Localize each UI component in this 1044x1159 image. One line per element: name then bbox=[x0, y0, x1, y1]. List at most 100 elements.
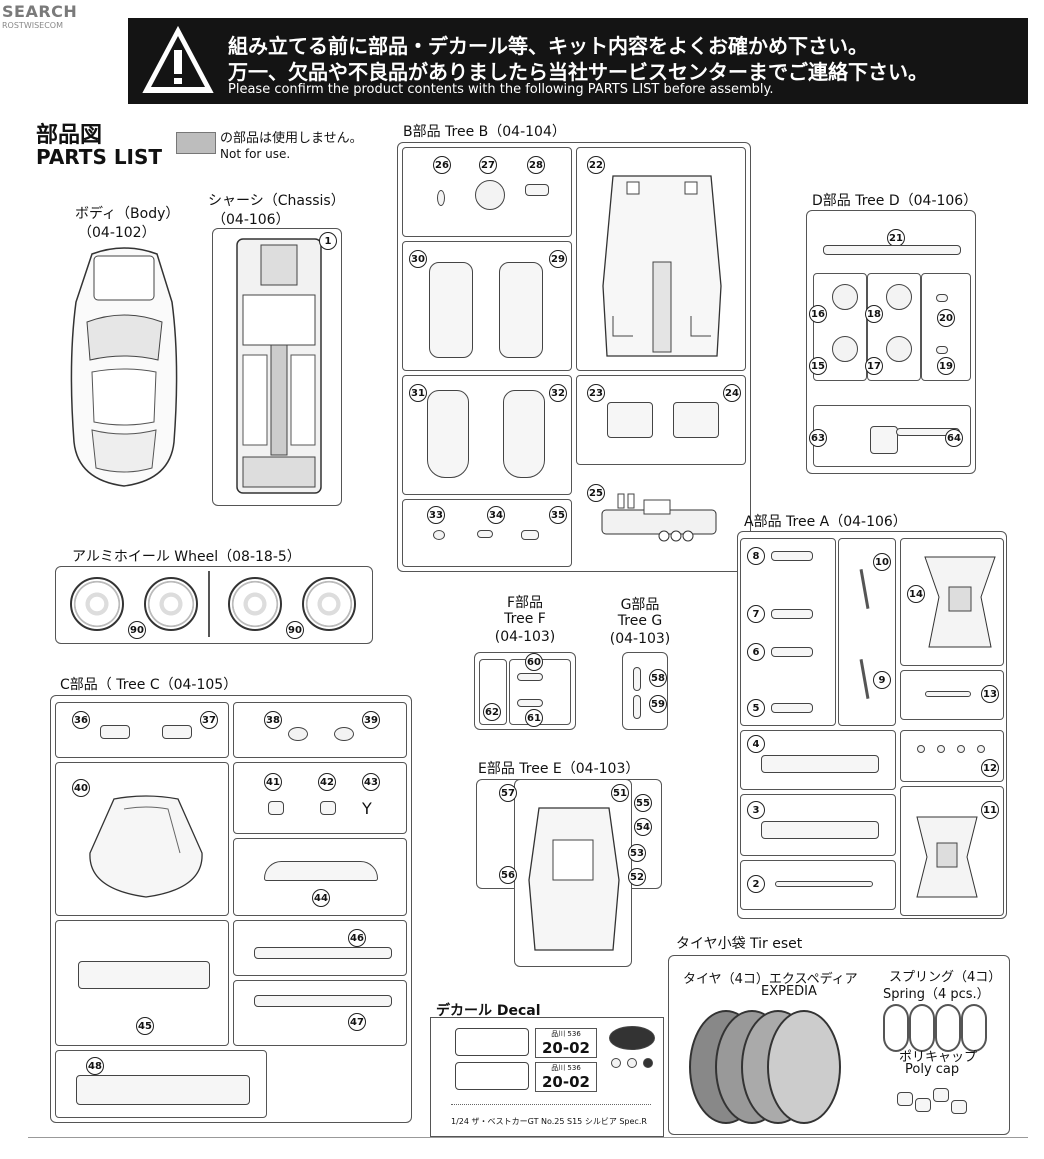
part-number: 56 bbox=[499, 866, 517, 884]
tree-cell: 38 39 bbox=[233, 702, 407, 758]
tree-cell: 12 bbox=[900, 730, 1004, 782]
tree-cell: 30 29 bbox=[402, 241, 572, 371]
door-panel-part bbox=[499, 262, 543, 358]
bottom-rule bbox=[28, 1137, 1028, 1138]
part-shape bbox=[525, 184, 549, 196]
tree-e-label: E部品 Tree E（04-103） bbox=[478, 761, 640, 777]
brake-disc-part bbox=[886, 284, 912, 310]
tree-cell: 2 bbox=[740, 860, 896, 910]
part-number: 39 bbox=[362, 711, 380, 729]
part-number: 31 bbox=[409, 384, 427, 402]
suspension-arm-part bbox=[771, 551, 813, 561]
chassis-code: （04-106） bbox=[212, 212, 290, 228]
tree-g: 58 59 bbox=[622, 652, 668, 730]
tree-g-label-1: G部品 bbox=[620, 597, 660, 613]
part-number: 42 bbox=[318, 773, 336, 791]
rear-subframe-part bbox=[916, 816, 978, 898]
part-number: 35 bbox=[549, 506, 567, 524]
tree-cell: 14 bbox=[900, 538, 1004, 666]
tree-f: 60 62 61 bbox=[474, 652, 576, 730]
part-number: 10 bbox=[873, 553, 891, 571]
part-shape bbox=[433, 530, 445, 540]
part-number: 90 bbox=[286, 621, 304, 639]
tree-c: 36 37 38 39 40 41 42 43 Y 44 45 46 4 bbox=[50, 695, 412, 1123]
car-body-illustration bbox=[70, 247, 178, 487]
part-number: 27 bbox=[479, 156, 497, 174]
polycap-part bbox=[915, 1098, 931, 1112]
not-used-swatch bbox=[176, 132, 216, 154]
dashboard-part bbox=[601, 493, 717, 542]
tree-cell: 23 24 bbox=[576, 375, 746, 465]
tree-cell: 45 bbox=[55, 920, 229, 1046]
brake-disc-part bbox=[832, 284, 858, 310]
tree-cell: 22 bbox=[576, 147, 746, 371]
polycap-label-jp: ポリキャップ bbox=[899, 1050, 978, 1065]
tire-label-jp: タイヤ（4コ）エクスペディア bbox=[683, 972, 858, 987]
part-number: 38 bbox=[264, 711, 282, 729]
polycap-part bbox=[951, 1100, 967, 1114]
chassis-illustration bbox=[236, 238, 322, 494]
tree-e: 51 bbox=[514, 779, 632, 967]
part-number: 32 bbox=[549, 384, 567, 402]
part-shape bbox=[521, 530, 539, 540]
part-number: 90 bbox=[128, 621, 146, 639]
mirror-part bbox=[334, 727, 354, 741]
part-number: 41 bbox=[264, 773, 282, 791]
part-number: 11 bbox=[981, 801, 999, 819]
tree-d: 21 16 18 20 15 17 19 63 64 bbox=[806, 210, 976, 474]
polycap-part bbox=[933, 1088, 949, 1102]
license-plate-decal: 品川 536 20-02 bbox=[535, 1062, 597, 1092]
part-number: 58 bbox=[649, 669, 667, 687]
wiper-part bbox=[859, 569, 870, 609]
y-shape-icon: Y bbox=[362, 799, 372, 818]
part-number: 55 bbox=[634, 794, 652, 812]
part-number: 62 bbox=[483, 703, 501, 721]
part-number: 23 bbox=[587, 384, 605, 402]
decal-label: デカール Decal bbox=[436, 1003, 541, 1019]
tree-cell: 47 bbox=[233, 980, 407, 1046]
part-number: 63 bbox=[809, 429, 827, 447]
door-panel-part bbox=[429, 262, 473, 358]
part-number: 47 bbox=[348, 1013, 366, 1031]
license-plate-decal: 品川 536 20-02 bbox=[535, 1028, 597, 1058]
part-number: 30 bbox=[409, 250, 427, 268]
part-number: 14 bbox=[907, 585, 925, 603]
chassis-label: シャーシ（Chassis） bbox=[208, 193, 345, 209]
part-number: 13 bbox=[981, 685, 999, 703]
decal-strip bbox=[451, 1096, 651, 1105]
part-shape bbox=[977, 745, 985, 753]
part-number: 20 bbox=[937, 309, 955, 327]
part-number: 37 bbox=[200, 711, 218, 729]
part-number: 52 bbox=[628, 868, 646, 886]
tire-label-en: EXPEDIA bbox=[761, 984, 817, 999]
radiator-part bbox=[761, 821, 879, 839]
part-shape bbox=[517, 673, 543, 681]
decal-sheet: 品川 536 20-02 品川 536 20-02 1/24 ザ・ベストカーGT… bbox=[430, 1017, 664, 1137]
part-number: 8 bbox=[747, 547, 765, 565]
tree-cell: 31 32 bbox=[402, 375, 572, 495]
wheel-rim bbox=[302, 577, 356, 631]
part-shape bbox=[633, 667, 641, 691]
tree-f-label-1: F部品 bbox=[506, 595, 544, 611]
part-number: 33 bbox=[427, 506, 445, 524]
spring-part bbox=[883, 1004, 909, 1052]
tree-cell: 13 bbox=[900, 670, 1004, 720]
decal-dot bbox=[611, 1058, 621, 1068]
part-number: 54 bbox=[634, 818, 652, 836]
wiper-part bbox=[859, 659, 870, 699]
tree-cell: 3 bbox=[740, 794, 896, 856]
wheel-tree: 90 90 bbox=[55, 566, 373, 644]
decal-logo-plate bbox=[455, 1028, 529, 1056]
part-number: 64 bbox=[945, 429, 963, 447]
tree-cell: 48 bbox=[55, 1050, 267, 1118]
part-shape bbox=[937, 745, 945, 753]
part-number: 1 bbox=[319, 232, 337, 250]
part-number: 29 bbox=[549, 250, 567, 268]
steering-wheel-part bbox=[475, 180, 505, 210]
part-number: 36 bbox=[72, 711, 90, 729]
part-shape bbox=[936, 346, 948, 354]
tree-cell: 33 34 35 bbox=[402, 499, 572, 567]
tree-cell: 26 27 28 bbox=[402, 147, 572, 237]
tree-g-label-3: (04-103) bbox=[609, 631, 671, 647]
tree-a: 8 7 6 5 10 9 14 13 4 12 3 bbox=[737, 531, 1007, 919]
